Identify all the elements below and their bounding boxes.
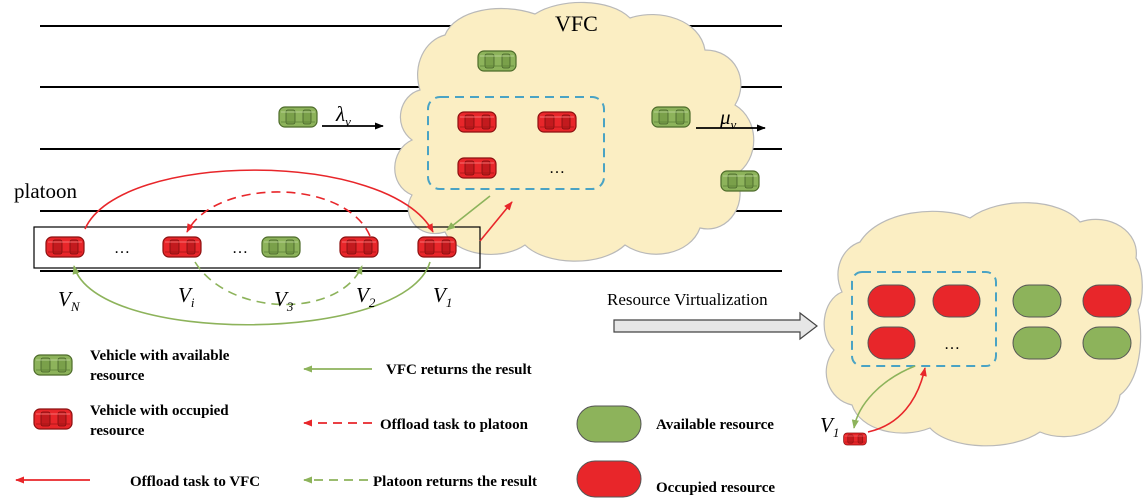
vfc-return-arrow: [446, 195, 491, 231]
virtualized-cloud: [823, 202, 1143, 447]
available-resource-block: [1082, 326, 1132, 360]
car-arriving: [278, 106, 318, 128]
vfc-return-arrow-right: [851, 365, 916, 429]
legend-available-resource: Available resource: [656, 417, 774, 433]
legend-occupied-resource: Occupied resource: [656, 480, 775, 496]
label-v1-right: V1: [820, 413, 839, 440]
offload-arc-vn-to-v1: [84, 169, 434, 233]
legend-occupied-vehicle-icon: [33, 408, 73, 430]
platoon-vehicle-vn: [45, 236, 85, 258]
offload-to-vfc-arrow-right: [867, 367, 927, 433]
offload-to-vfc-arrow: [479, 201, 513, 242]
vfc-resource-pool-box: [427, 96, 605, 190]
car-occupied-in-pool: [457, 157, 497, 179]
legend-platoon-returns: Platoon returns the result: [373, 474, 537, 490]
platoon-return-arc: [194, 261, 363, 306]
car-available-road: [720, 170, 760, 192]
vfc-cloud: [394, 1, 755, 262]
platoon-vehicle-vi: [162, 236, 202, 258]
virtual-resource-pool-box: [851, 271, 997, 367]
result-arc-v1-to-vn: [72, 261, 431, 326]
available-resource-block: [1012, 284, 1062, 318]
legend-offload-platoon: Offload task to platoon: [380, 417, 529, 433]
legend-occupied-resource-icon: [576, 460, 642, 498]
label-vn: VN: [58, 287, 81, 314]
occupied-resource-block: [932, 284, 981, 318]
legend-available-vehicle-icon: [33, 354, 73, 376]
label-vi: Vi: [178, 283, 195, 310]
label-v2: V2: [356, 283, 376, 310]
platoon-vehicle-v1: [417, 236, 457, 258]
occupied-resource-block: [867, 326, 916, 360]
lambda-label: λv: [335, 102, 351, 129]
pool-ellipsis: …: [549, 160, 565, 177]
platoon-label: platoon: [14, 179, 77, 203]
car-departing: [651, 106, 691, 128]
resource-virtualization-label: Resource Virtualization: [607, 290, 768, 309]
legend-offload-vfc: Offload task to VFC: [130, 474, 260, 490]
resource-virtualization-arrow: [613, 311, 818, 341]
occupied-resource-block: [1082, 284, 1132, 318]
occupied-resource-block: [867, 284, 916, 318]
virtual-pool-ellipsis: …: [944, 336, 960, 353]
car-occupied-in-pool: [537, 111, 577, 133]
offload-platoon-arc: [186, 191, 371, 237]
platoon-ellipsis: …: [232, 240, 248, 257]
mu-label: μv: [719, 105, 737, 132]
car-occupied-in-pool: [457, 111, 497, 133]
platoon-ellipsis: …: [114, 240, 130, 257]
platoon-vehicle-v3: [261, 236, 301, 258]
label-v3: V3: [274, 287, 294, 314]
vfc-label: VFC: [555, 11, 598, 36]
legend-vfc-returns: VFC returns the result: [386, 362, 532, 378]
vehicle-v1-right: [843, 432, 867, 446]
car-available-in-cloud: [477, 50, 517, 72]
platoon-box: [33, 226, 481, 269]
legend-available-resource-icon: [576, 405, 642, 443]
label-v1: V1: [433, 283, 452, 310]
platoon-vehicle-v2: [339, 236, 379, 258]
available-resource-block: [1012, 326, 1062, 360]
